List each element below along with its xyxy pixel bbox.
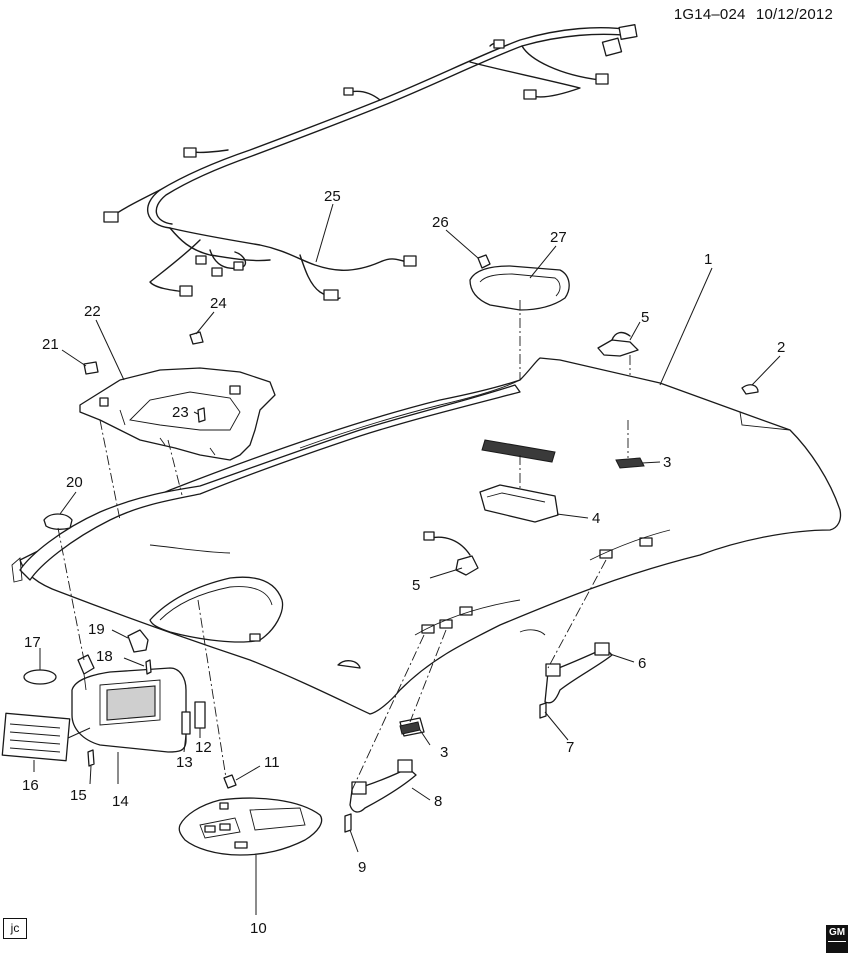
- callout-17: 17: [24, 634, 41, 651]
- callout-22: 22: [84, 303, 101, 320]
- visor-clip: [127, 629, 149, 653]
- sensor-harness-lower: [423, 531, 479, 576]
- overhead-console: [178, 797, 323, 856]
- callout-25: 25: [324, 188, 341, 205]
- sensor-harness-upper: [597, 331, 639, 357]
- callout-14: 14: [112, 793, 129, 810]
- callout-21: 21: [42, 336, 59, 353]
- alignment-lines: [57, 300, 631, 791]
- callout-18: 18: [96, 648, 113, 665]
- callout-6: 6: [638, 655, 646, 672]
- callout-3-lower: 3: [440, 744, 448, 761]
- screws-and-clips: [83, 254, 759, 833]
- callout-19: 19: [88, 621, 105, 638]
- callout-13: 13: [176, 754, 193, 771]
- callout-15: 15: [70, 787, 87, 804]
- callout-7: 7: [566, 739, 574, 756]
- callout-20: 20: [66, 474, 83, 491]
- callout-16: 16: [22, 777, 39, 794]
- gm-logo-icon: GM: [826, 925, 848, 953]
- drawing-date: 10/12/2012: [755, 6, 833, 23]
- author-initials-box: jc: [3, 918, 27, 939]
- front-grab-handle: [349, 759, 417, 813]
- sun-visor: [71, 654, 187, 753]
- callout-4: 4: [592, 510, 600, 527]
- visor-label: [1, 712, 71, 762]
- callout-numbers: 1 2 3 4 5 5 6 7 3 8 9 10 11 12 13 14 15 …: [22, 188, 785, 937]
- callout-10: 10: [250, 920, 267, 937]
- rear-dome-lamp: [469, 265, 570, 311]
- callout-5-lower: 5: [412, 577, 420, 594]
- callout-8: 8: [434, 793, 442, 810]
- callout-9: 9: [358, 859, 366, 876]
- callout-5-upper: 5: [641, 309, 649, 326]
- center-dome-lamp: [479, 439, 559, 523]
- callout-26: 26: [432, 214, 449, 231]
- callout-27: 27: [550, 229, 567, 246]
- rear-grab-handle: [544, 642, 613, 704]
- callout-23: 23: [172, 404, 189, 421]
- drawing-header: 1G14–024 10/12/2012: [674, 6, 833, 23]
- callout-1: 1: [704, 251, 712, 268]
- visor-retainer: [23, 669, 57, 685]
- callout-2: 2: [777, 339, 785, 356]
- callout-24: 24: [210, 295, 227, 312]
- callout-12: 12: [195, 739, 212, 756]
- callout-3-upper: 3: [663, 454, 671, 471]
- callout-11: 11: [264, 754, 280, 771]
- drawing-id: 1G14–024: [673, 6, 746, 23]
- wiring-harness: [103, 24, 638, 301]
- visor-bracket: [43, 513, 73, 530]
- sunroof-frame: [79, 367, 276, 461]
- leader-lines: [33, 203, 781, 915]
